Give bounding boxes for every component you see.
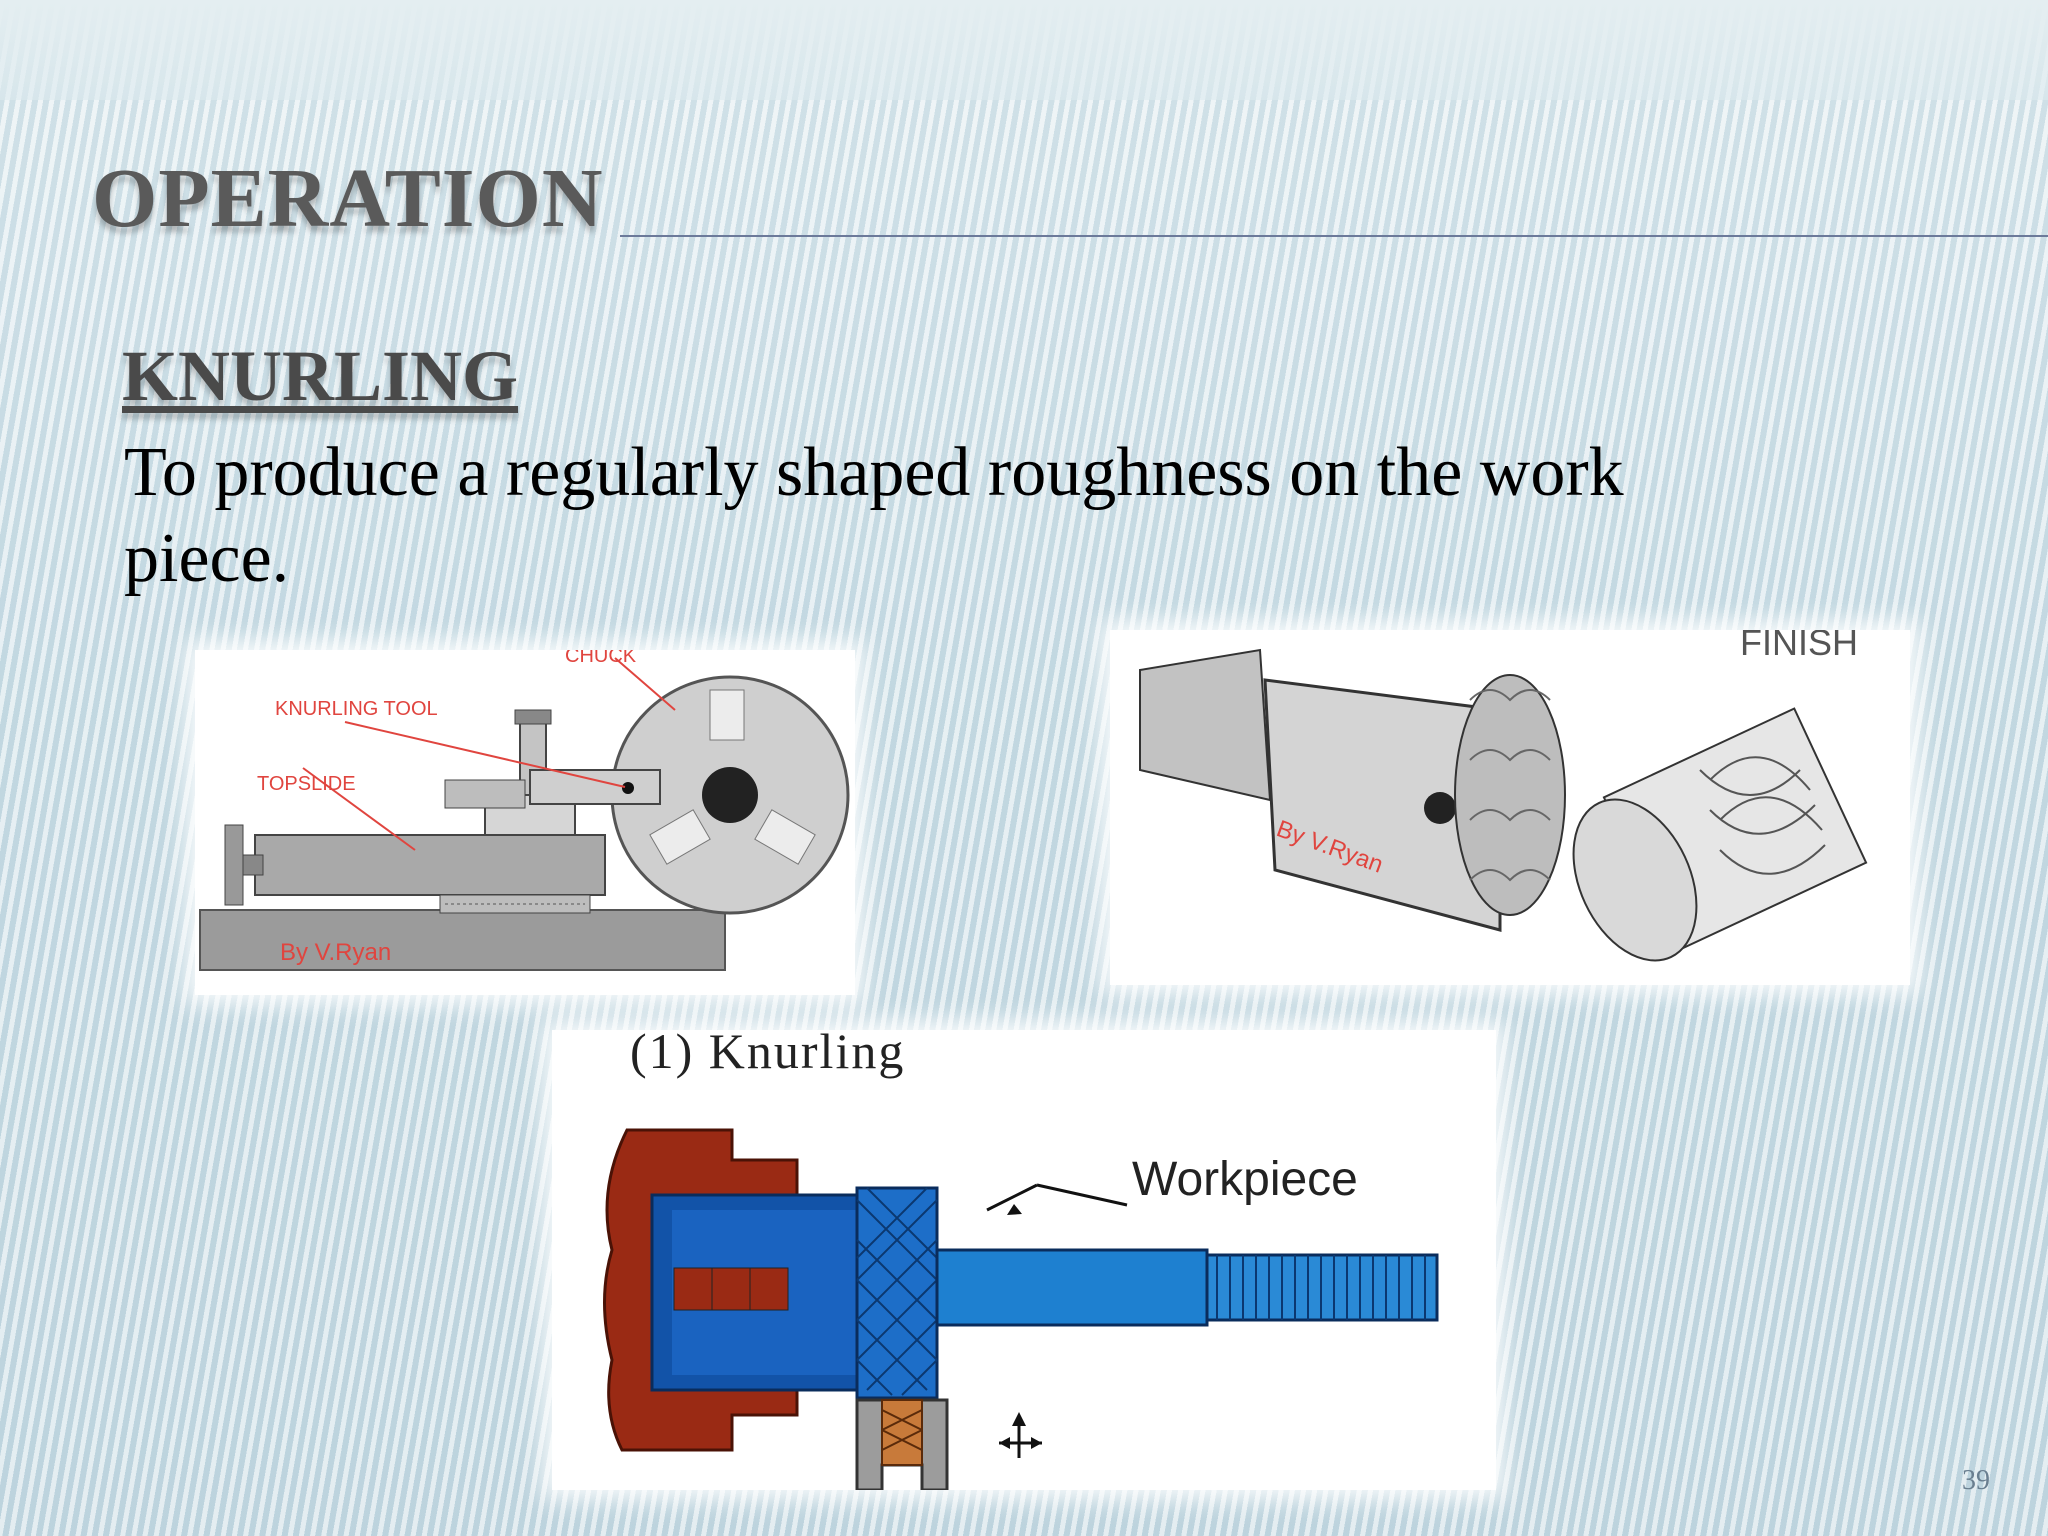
finish-label: FINISH (1740, 630, 1858, 663)
workpiece-label: Workpiece (1132, 1153, 1358, 1206)
chuck-label: CHUCK (565, 650, 637, 667)
section-heading: KNURLING (122, 336, 519, 416)
lathe-credit: By V.Ryan (280, 939, 391, 966)
knurl-finish-figure: FINISH By V.Ryan (1110, 630, 1910, 985)
header-band (0, 0, 2048, 100)
lathe-knurling-figure: CHUCK KNURLING TOOL TOPSLIDE By V.Ryan (195, 650, 855, 995)
workpiece-diagram: Workpiece (603, 1128, 1439, 1490)
knurling-tool-label: KNURLING TOOL (275, 698, 438, 720)
knurl-finish-diagram: FINISH By V.Ryan (1139, 630, 1868, 962)
lathe-diagram: CHUCK KNURLING TOOL TOPSLIDE By V.Ryan (199, 650, 850, 971)
figure-caption: (1) Knurling (630, 1023, 906, 1079)
topslide-label: TOPSLIDE (257, 773, 356, 795)
slide-title: OPERATION (92, 152, 604, 245)
title-underline (620, 235, 2048, 237)
slide-number: 39 (1962, 1465, 1990, 1496)
definition-text: To produce a regularly shaped roughness … (124, 434, 1624, 597)
workpiece-knurling-figure: (1) Knurling Workpiece (552, 1023, 1496, 1490)
